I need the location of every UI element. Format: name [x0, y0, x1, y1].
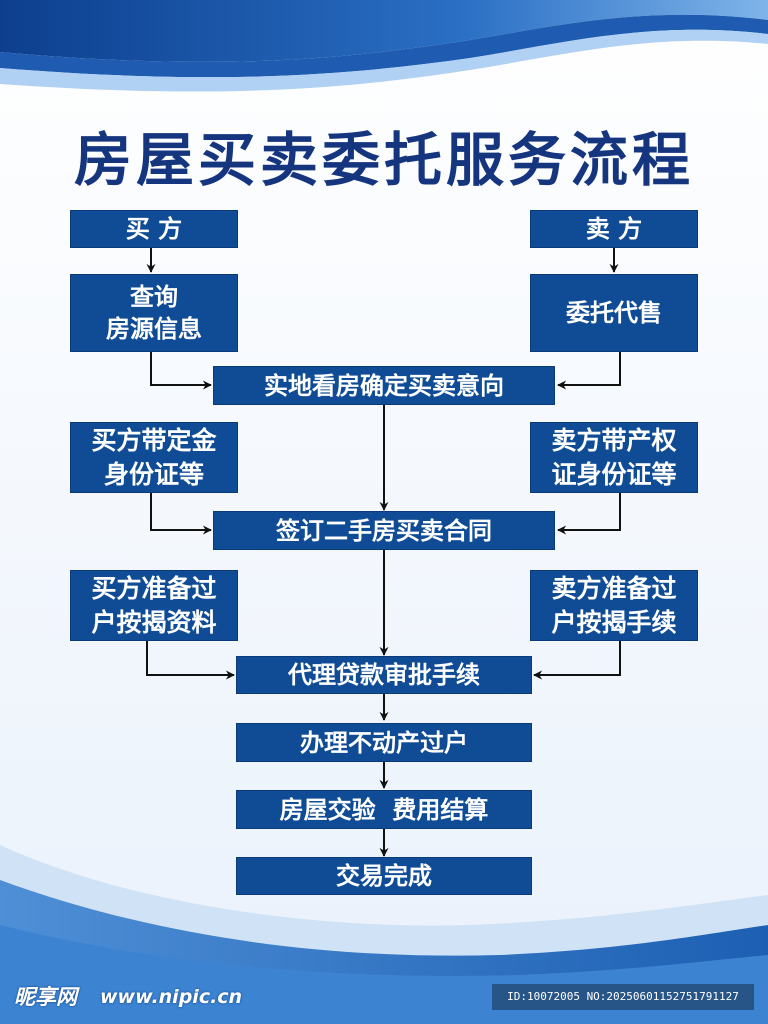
image-id-label: ID:10072005 NO:20250601152751791127	[492, 984, 754, 1010]
complete-box: 交易完成	[236, 857, 532, 895]
contract-box: 签订二手房买卖合同	[213, 511, 555, 550]
buyer-prepare-line-2: 户按揭资料	[91, 607, 217, 637]
buyer-deposit-line-2: 身份证等	[103, 459, 204, 489]
handover-box: 房屋交验 费用结算	[236, 790, 532, 829]
seller-entrust-label: 委托代售	[566, 299, 662, 327]
seller-prepare-box: 卖方准备过 户按揭手续	[530, 570, 698, 641]
seller-box: 卖 方	[530, 210, 698, 248]
buyer-query-box: 查询 房源信息	[70, 274, 238, 352]
seller-prepare-line-2: 户按揭手续	[551, 607, 677, 637]
watermark-logo: 昵享网	[14, 985, 77, 1009]
seller-prepare-line-1: 卖方准备过	[551, 573, 677, 603]
buyer-deposit-line-1: 买方带定金	[91, 425, 217, 455]
seller-entrust-box: 委托代售	[530, 274, 698, 352]
buyer-prepare-line-1: 买方准备过	[91, 573, 217, 603]
buyer-query-line-1: 查询	[130, 283, 178, 311]
transfer-box: 办理不动产过户	[236, 723, 532, 762]
intent-box: 实地看房确定买卖意向	[213, 366, 555, 405]
loan-label: 代理贷款审批手续	[288, 661, 480, 689]
seller-deed-box: 卖方带产权 证身份证等	[530, 422, 698, 493]
seller-deed-line-2: 证身份证等	[551, 459, 677, 489]
handover-label: 房屋交验 费用结算	[279, 795, 489, 824]
complete-label: 交易完成	[336, 862, 432, 890]
seller-deed-line-1: 卖方带产权	[551, 425, 677, 455]
buyer-box: 买 方	[70, 210, 238, 248]
buyer-deposit-box: 买方带定金 身份证等	[70, 422, 238, 493]
watermark-site: www.nipic.cn	[100, 986, 243, 1008]
loan-box: 代理贷款审批手续	[236, 656, 532, 694]
page-title: 房屋买卖委托服务流程	[73, 126, 694, 194]
intent-label: 实地看房确定买卖意向	[264, 371, 504, 400]
seller-label: 卖 方	[585, 215, 643, 243]
buyer-prepare-box: 买方准备过 户按揭资料	[70, 570, 238, 641]
contract-label: 签订二手房买卖合同	[276, 516, 492, 545]
buyer-query-line-2: 房源信息	[106, 315, 202, 343]
buyer-label: 买 方	[125, 215, 183, 243]
transfer-label: 办理不动产过户	[300, 728, 468, 757]
